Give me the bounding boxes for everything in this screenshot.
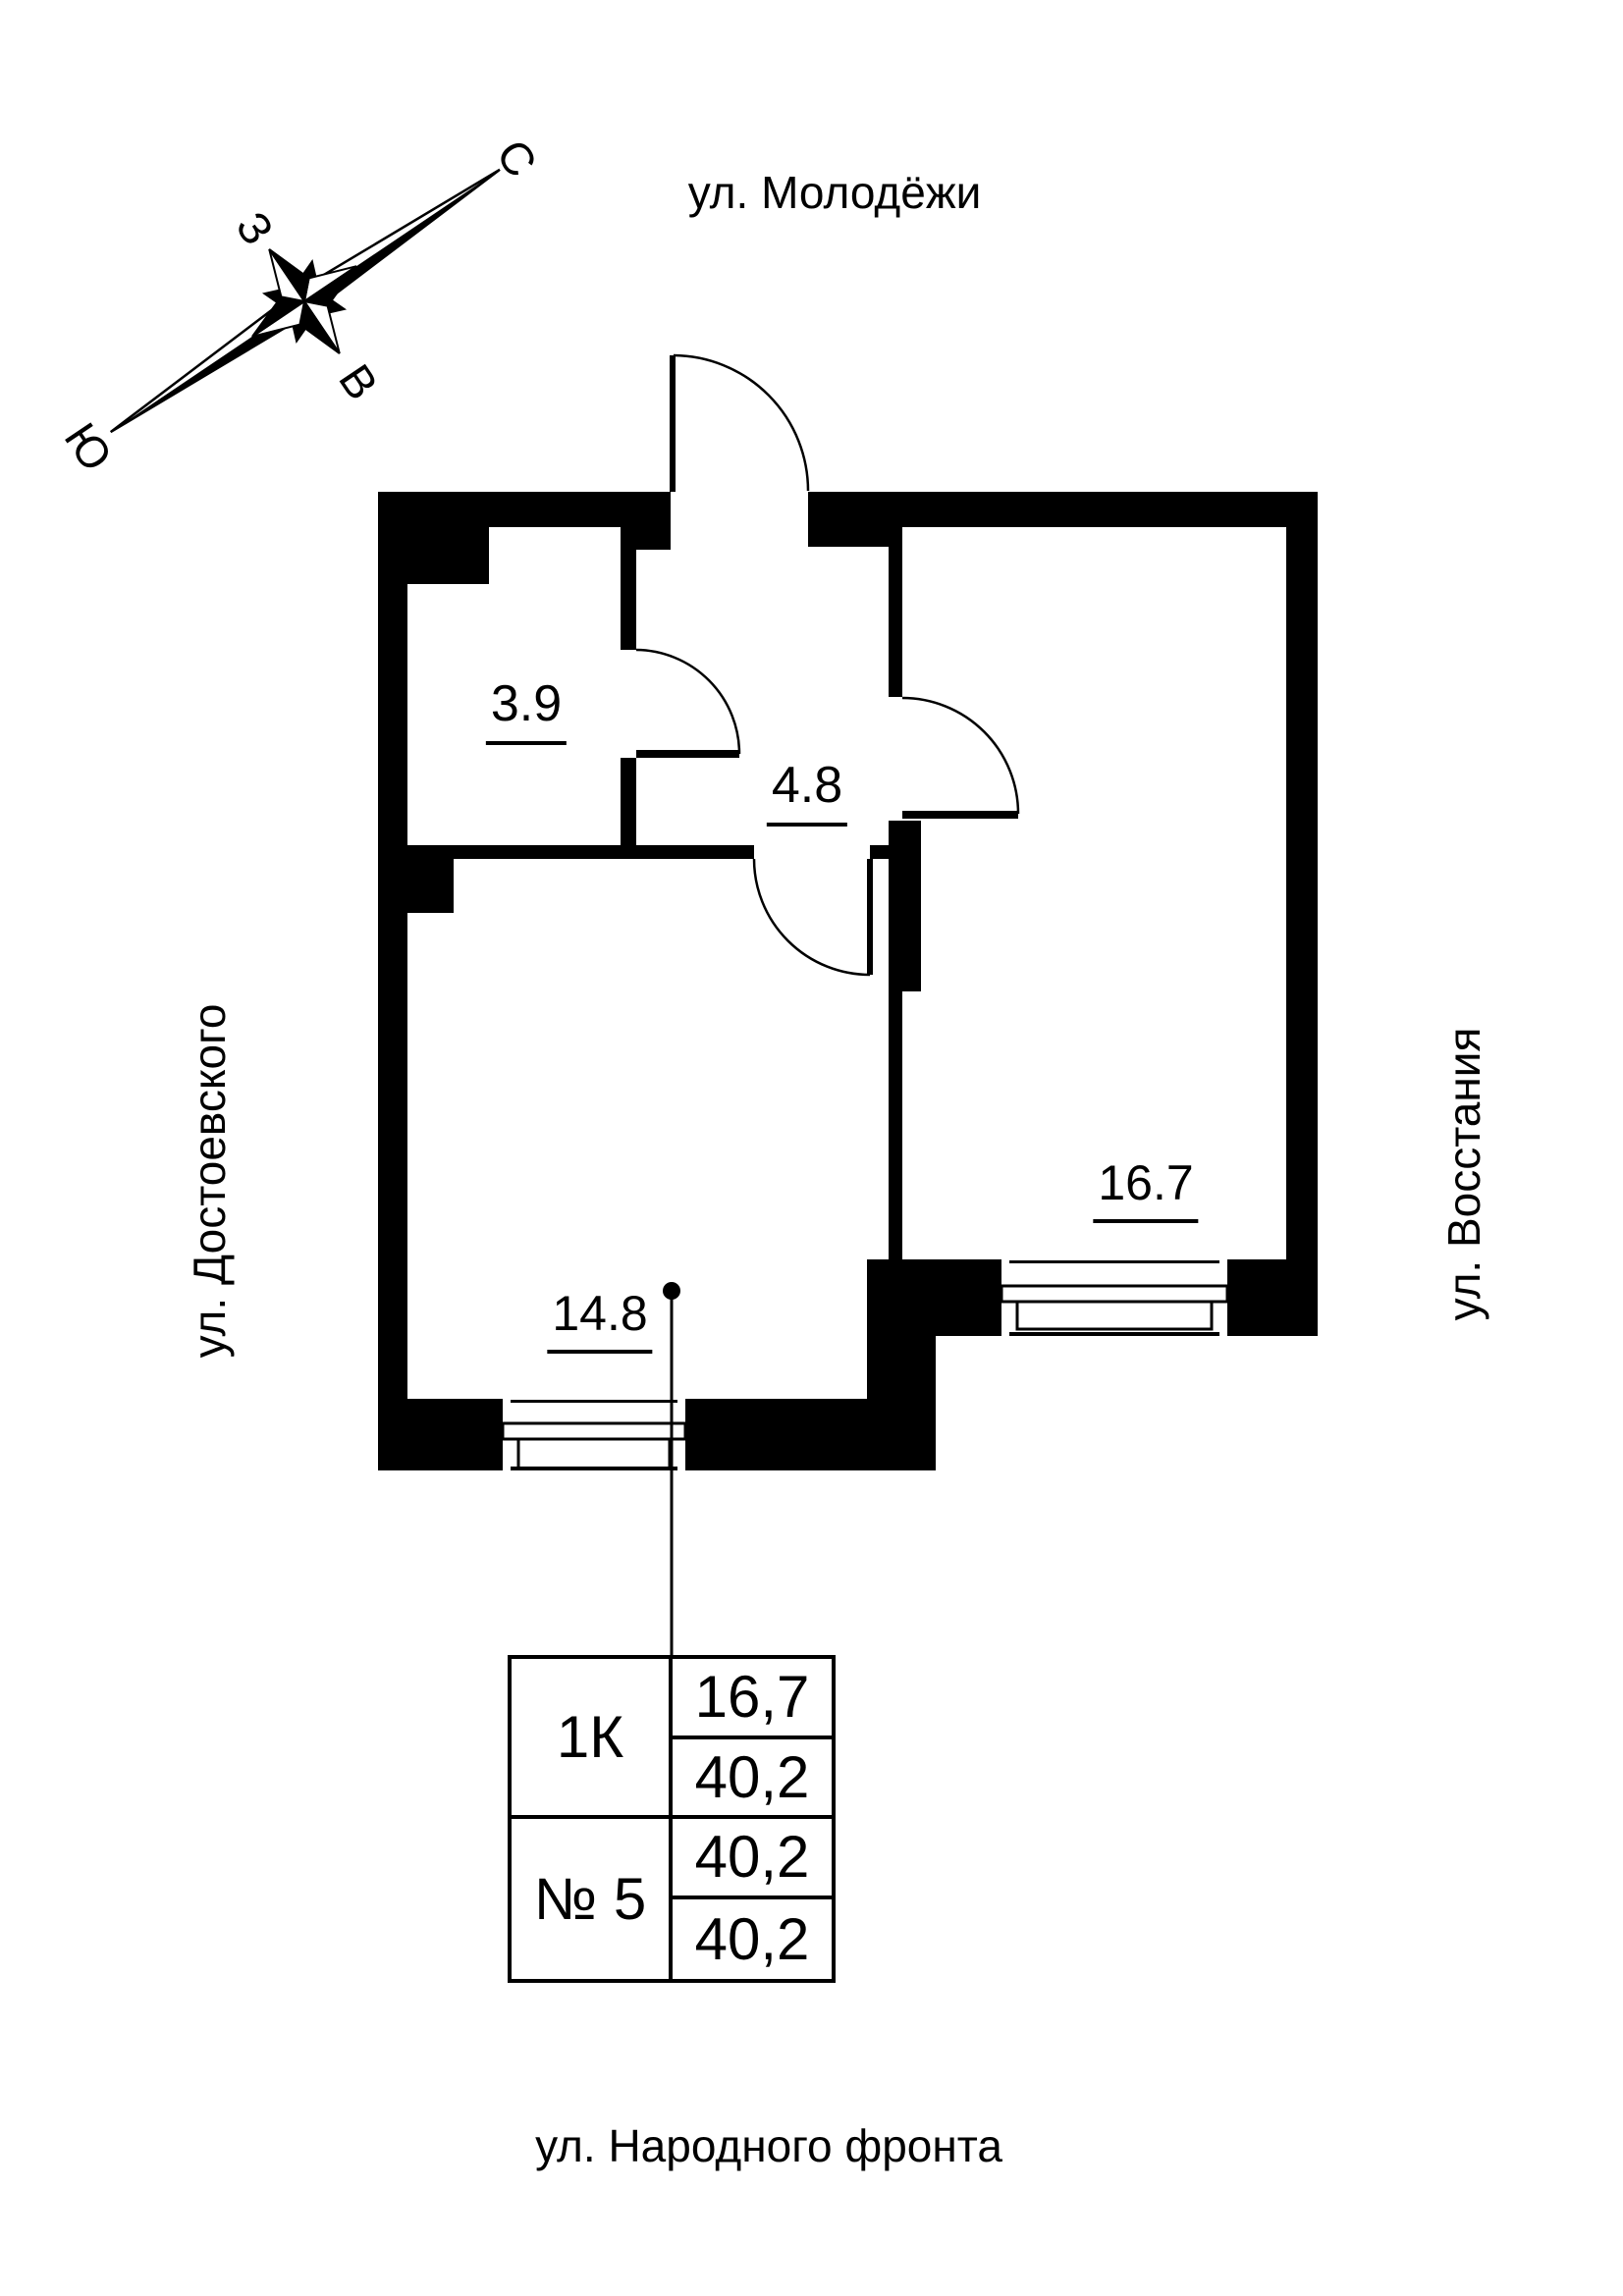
street-label-left: ул. Достоевского — [184, 1003, 235, 1359]
total-area-cell: 40,2 — [673, 1739, 832, 1819]
wall-step-arm — [936, 1259, 1009, 1336]
wall-bottom-left-pier — [407, 1399, 511, 1470]
wall-left — [378, 492, 407, 1470]
table-leader — [663, 1282, 680, 1655]
compass-south-label: Ю — [55, 413, 123, 480]
compass-north-label: С — [487, 131, 548, 187]
window-bedroom — [1000, 1259, 1229, 1336]
door-swing-arc — [635, 648, 741, 755]
wall-top-right-segment — [808, 492, 1318, 527]
door-leaf — [636, 750, 739, 758]
walls — [378, 492, 1318, 1470]
bathroom-door — [635, 648, 741, 758]
wall-top-left-segment — [378, 492, 671, 527]
street-label-bottom: ул. Народного фронта — [535, 2120, 1002, 2171]
window-inner-face-line — [1009, 1260, 1219, 1263]
compass-rose-icon: С Ю З В — [55, 131, 548, 480]
window-outer-line — [511, 1467, 677, 1470]
final-area-cell: 40,2 — [694, 1905, 810, 1972]
door-swing-arc — [901, 696, 1020, 815]
room-area-hallway: 4.8 — [766, 756, 848, 827]
wall-hall-divider-left — [407, 845, 754, 859]
living-room-door — [752, 858, 873, 977]
street-label-right: ул. Восстания — [1438, 1027, 1489, 1321]
wall-step-block — [867, 1259, 936, 1470]
pier-below-bathroom — [407, 859, 454, 913]
window-ledge — [1015, 1300, 1214, 1331]
window-outer-line — [1009, 1332, 1219, 1336]
wall-middle-upper — [889, 527, 902, 697]
room-area-bedroom: 16.7 — [1093, 1154, 1199, 1223]
compass-star-main — [251, 248, 357, 354]
pier-top-left — [407, 527, 489, 584]
living-area-cell: 16,7 — [673, 1659, 832, 1739]
apartment-type-cell: 1К — [512, 1659, 673, 1819]
room-area-wet-room: 3.9 — [485, 674, 568, 745]
leader-dot — [663, 1282, 680, 1300]
door-swing-arc — [752, 858, 871, 977]
wall-middle-stub — [889, 821, 921, 991]
pier-entrance-right — [808, 527, 900, 547]
area-with-balcony-cell: 40,2 — [673, 1819, 832, 1899]
door-leaf — [670, 355, 676, 492]
room-area-living-room: 14.8 — [547, 1285, 653, 1354]
wall-right — [1286, 492, 1318, 1336]
window-sill — [1000, 1284, 1229, 1304]
window-inner-face-line — [511, 1400, 677, 1403]
entrance-door — [670, 353, 810, 492]
star-w-black — [268, 248, 310, 304]
wall-middle-lower — [889, 991, 902, 1259]
wall-bathroom-right-upper — [621, 527, 636, 650]
bedroom-door — [901, 696, 1020, 819]
window-sill — [501, 1421, 687, 1441]
street-label-top: ул. Молодёжи — [687, 167, 982, 218]
door-leaf — [867, 859, 873, 975]
door-swing-arc — [673, 353, 810, 492]
wall-bathroom-right-lower — [621, 758, 636, 859]
window-living-room — [501, 1399, 687, 1470]
wall-bottom-right-pier — [1217, 1259, 1318, 1336]
compass-west-label: З — [226, 202, 284, 253]
window-ledge — [516, 1437, 672, 1470]
apartment-info-table: 1К № 5 16,7 40,2 40,2 40,2 — [508, 1655, 836, 1983]
apartment-number-cell: № 5 — [512, 1819, 673, 1979]
compass-east-label: В — [329, 355, 388, 409]
wall-bottom-mid-pier — [677, 1399, 867, 1470]
door-leaf — [902, 811, 1018, 819]
